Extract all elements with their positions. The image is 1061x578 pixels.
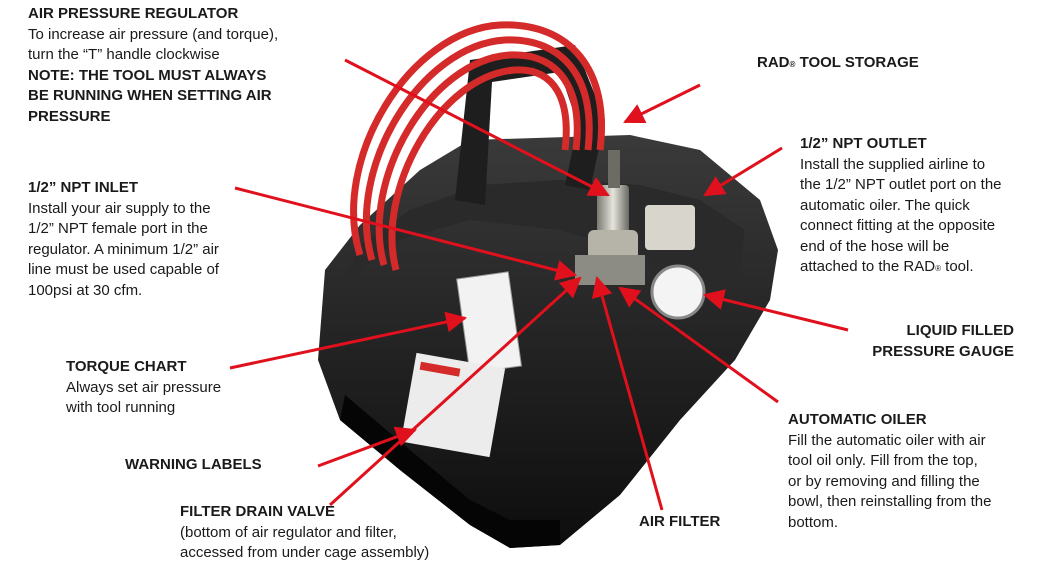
storage-title-sup: ® [789,60,796,69]
storage-title-post: TOOL STORAGE [795,54,919,71]
inlet-line-2: 1/2” NPT female port in the [28,220,208,237]
inlet-line-1: Install your air supply to the [28,199,211,217]
torque-line-2: with tool running [66,399,176,416]
gauge-line-2: PRESSURE GAUGE [872,342,1014,360]
regulator-callout: AIR PRESSURE REGULATOR To increase air p… [28,4,278,127]
regulator-line-1: To increase air pressure (and torque), [28,25,279,43]
pressure-gauge [650,264,706,320]
oiler-callout: AUTOMATIC OILER Fill the automatic oiler… [788,410,991,533]
outlet-line-1: Install the supplied airline to [800,155,986,173]
arrow-tool-storage [623,83,701,124]
storage-title-pre: RAD [757,54,790,71]
outlet-last-pre: attached to the RAD [800,258,936,275]
regulator-note-2: BE RUNNING WHEN SETTING AIR [28,87,272,104]
arrow-gauge [702,289,849,332]
air-filter-callout: AIR FILTER [639,512,720,533]
inlet-line-4: line must be used capable of [28,261,219,278]
arrow-oiler [618,286,779,404]
inlet-line-3: regulator. A minimum 1/2” air [28,240,219,258]
outlet-line-4: connect fitting at the opposite [800,217,996,234]
drain-line-2: accessed from under cage assembly) [180,544,430,561]
outlet-line-5: end of the hose will be [800,237,950,255]
drain-valve-callout: FILTER DRAIN VALVE (bottom of air regula… [180,502,429,564]
outlet-callout: 1/2” NPT OUTLET Install the supplied air… [800,134,1002,278]
callout-arrows [229,58,849,511]
outlet-title: 1/2” NPT OUTLET [800,135,927,152]
warning-labels-callout: WARNING LABELS [125,455,262,476]
outlet-last-post: tool. [941,258,974,275]
torque-chart-callout: TORQUE CHART Always set air pressure wit… [66,357,221,419]
arrow-inlet [234,186,578,281]
torque-line-1: Always set air pressure [66,378,222,396]
outlet-line-3: automatic oiler. The quick [800,196,970,214]
air-filter-title: AIR FILTER [639,513,721,530]
torque-title: TORQUE CHART [66,358,187,375]
oiler-line-2: tool oil only. Fill from the top, [788,452,978,469]
warning-title: WARNING LABELS [125,456,262,473]
regulator-line-2: turn the “T” handle clockwise [28,46,220,63]
drain-title: FILTER DRAIN VALVE [180,503,335,520]
outlet-line-2: the 1/2” NPT outlet port on the [800,176,1002,193]
arrow-regulator [344,58,610,197]
gauge-line-1: LIQUID FILLED [906,322,1015,339]
drain-line-1: (bottom of air regulator and filter, [180,523,397,541]
gauge-callout: LIQUID FILLED PRESSURE GAUGE [836,321,1014,362]
arrow-drain [328,276,582,507]
arrow-warning [317,426,417,468]
regulator-note-3: PRESSURE [28,107,111,125]
regulator-note-1: NOTE: THE TOOL MUST ALWAYS [28,66,267,84]
warning-label-sticker [400,352,506,458]
inlet-callout: 1/2” NPT INLET Install your air supply t… [28,178,219,301]
oiler-title: AUTOMATIC OILER [788,411,927,428]
inlet-line-5: 100psi at 30 cfm. [28,281,143,299]
outlet-line-6: attached to the RAD® tool. [800,257,1002,278]
cage-body [318,135,778,548]
inlet-title: 1/2” NPT INLET [28,179,139,196]
oiler-line-5: bottom. [788,513,839,531]
tool-storage-callout: RAD® TOOL STORAGE [757,53,919,74]
regulator-assembly [575,150,695,285]
oiler-line-4: bowl, then reinstalling from the [788,493,992,510]
arrow-torque-chart [229,311,468,370]
regulator-title: AIR PRESSURE REGULATOR [28,5,239,22]
oiler-line-3: or by removing and filling the [788,472,980,490]
oiler-line-1: Fill the automatic oiler with air [788,431,986,449]
air-hose [350,21,605,271]
arrow-outlet [703,146,783,197]
arrow-air-filter [591,275,664,511]
outlet-last-sup: ® [935,264,941,273]
